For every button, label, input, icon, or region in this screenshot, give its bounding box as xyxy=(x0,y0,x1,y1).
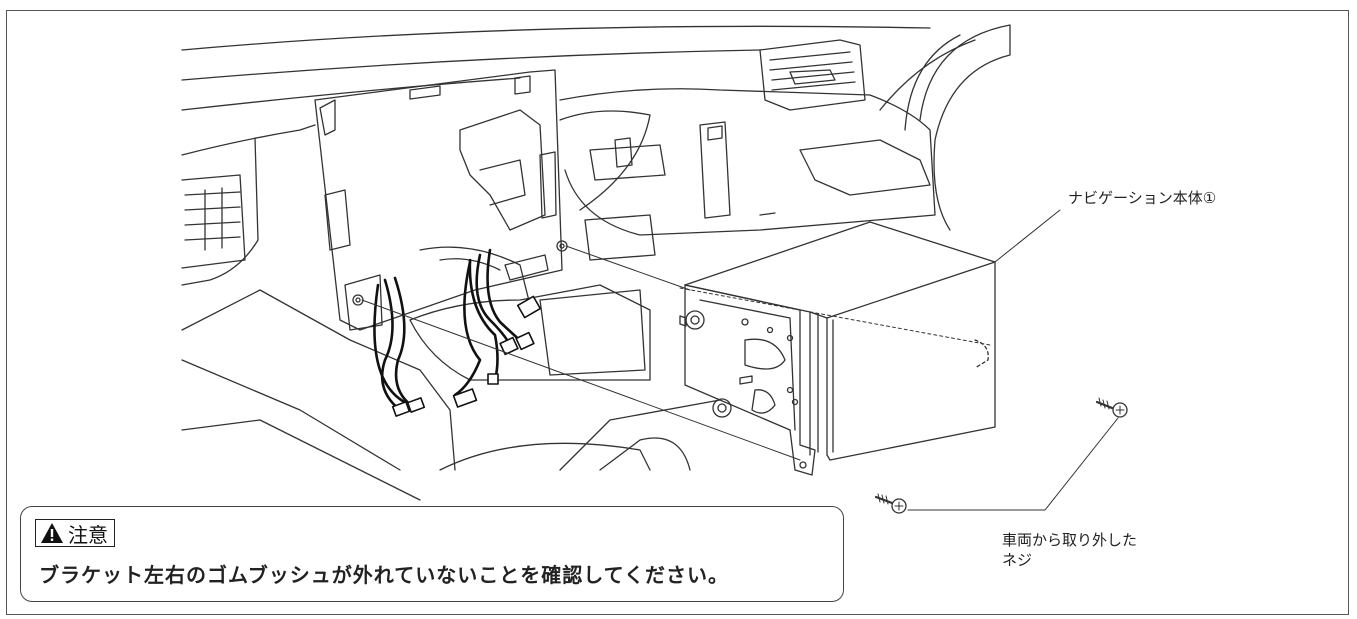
screw-bottom-icon xyxy=(874,493,907,514)
wiring-harness xyxy=(373,248,524,412)
leader-lines xyxy=(907,209,1119,511)
harness-connectors xyxy=(391,295,542,417)
caution-box: 注意 ブラケット左右のゴムブッシュが外れていないことを確認してください。 xyxy=(20,506,844,602)
navigation-unit-drawing xyxy=(679,221,996,476)
diagram-frame xyxy=(6,10,1349,615)
dashboard-drawing xyxy=(181,24,1011,501)
caution-text: ブラケット左右のゴムブッシュが外れていないことを確認してください。 xyxy=(39,563,729,587)
screws-label-line2: ネジ xyxy=(1002,551,1033,569)
caution-title: 注意 xyxy=(68,522,108,547)
screw-right-icon xyxy=(1095,397,1128,418)
navigation-unit-label: ナビゲーション本体① xyxy=(1068,189,1217,207)
screws-label-line1: 車両から取り外した xyxy=(1002,531,1138,549)
warning-triangle-icon xyxy=(41,523,63,543)
screws-label: 車両から取り外した ネジ xyxy=(1002,530,1137,570)
alignment-lines xyxy=(361,245,991,461)
caution-header: 注意 xyxy=(35,519,115,547)
